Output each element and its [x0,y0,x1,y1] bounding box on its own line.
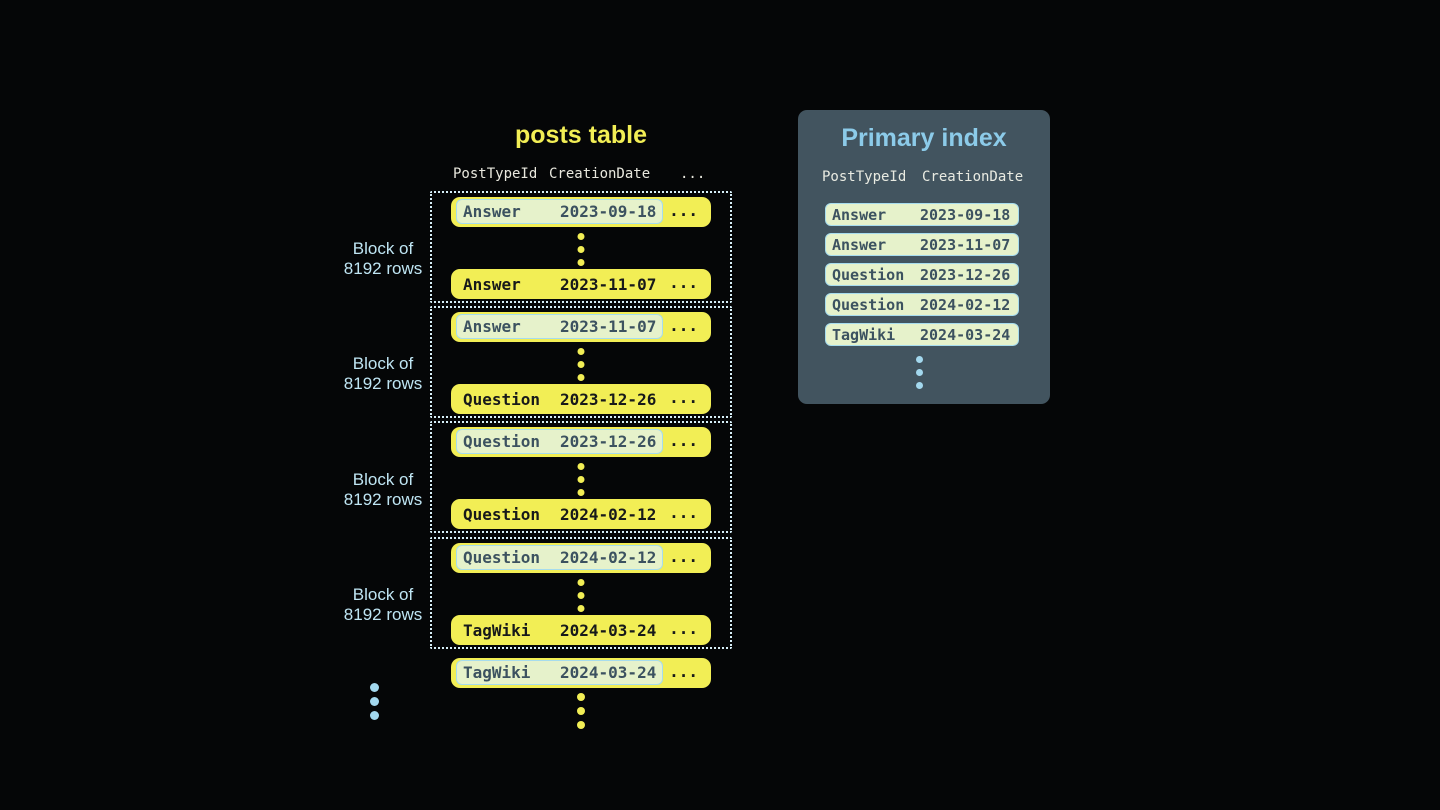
creationdate-value: 2024-02-12 [560,504,657,524]
posts-col-more: ... [680,166,706,182]
index-entry: Answer 2023-11-07 [825,233,1019,256]
row-block-2: Answer 2023-11-07 ... Question 2023-12-2… [430,306,732,418]
vertical-dots-icon [577,463,585,496]
vertical-dots-icon [916,356,923,389]
block-label: Block of 8192 rows [323,239,443,279]
row-block-1: Answer 2023-09-18 ... Answer 2023-11-07 … [430,191,732,303]
block-label-line1: Block of [352,239,414,258]
posttypeid-value: Question [832,295,905,314]
vertical-dots-icon [577,233,585,266]
posts-col-posttypeid: PostTypeId [453,166,538,182]
creationdate-value: 2023-12-26 [560,389,657,409]
more-blocks-dots-icon [370,683,379,720]
posttypeid-value: TagWiki [832,325,896,344]
table-row: Question 2023-12-26 ... [451,427,711,457]
primary-index-panel: Primary index PostTypeId CreationDate An… [798,110,1050,404]
posttypeid-value: Question [463,504,541,524]
table-row: TagWiki 2024-03-24 ... [451,615,711,645]
row-ellipsis: ... [669,502,698,522]
creationdate-value: 2024-02-12 [560,548,657,567]
posts-table-column-headers: PostTypeId CreationDate ... [453,166,733,184]
row-ellipsis: ... [669,661,698,681]
block-label-line2: 8192 rows [343,374,423,393]
row-ellipsis: ... [669,272,698,292]
highlighted-row-values: Answer 2023-09-18 [456,199,664,224]
block-label-line1: Block of [352,354,414,373]
highlighted-row-values: TagWiki 2024-03-24 [456,660,664,685]
row-block-4: Question 2024-02-12 ... TagWiki 2024-03-… [430,537,732,649]
index-entry: Question 2023-12-26 [825,263,1019,286]
posttypeid-value: Question [832,265,905,284]
vertical-dots-icon [577,579,585,612]
table-row: Question 2023-12-26 ... [451,384,711,414]
highlighted-row-values: Question 2023-12-26 [456,429,664,454]
block-label-line1: Block of [352,470,414,489]
posttypeid-value: Answer [832,235,887,254]
creationdate-value: 2024-03-24 [560,620,657,640]
posts-table-title: posts table [515,121,647,149]
row-ellipsis: ... [669,618,698,638]
posts-col-creationdate: CreationDate [549,166,651,182]
table-row: Question 2024-02-12 ... [451,543,711,573]
posttypeid-value: TagWiki [463,663,531,682]
table-row: Answer 2023-09-18 ... [451,197,711,227]
table-row-overflow: TagWiki 2024-03-24 ... [451,658,711,688]
posttypeid-value: Question [463,432,541,451]
creationdate-value: 2024-02-12 [920,295,1011,314]
block-label: Block of 8192 rows [323,354,443,394]
index-entry: Answer 2023-09-18 [825,203,1019,226]
highlighted-row-values: Question 2024-02-12 [456,545,664,570]
block-label-line1: Block of [352,585,414,604]
creationdate-value: 2023-11-07 [560,317,657,336]
creationdate-value: 2023-09-18 [920,205,1011,224]
block-label-line2: 8192 rows [343,490,423,509]
creationdate-value: 2023-09-18 [560,202,657,221]
creationdate-value: 2023-11-07 [560,274,657,294]
row-ellipsis: ... [669,315,698,335]
index-col-creationdate: CreationDate [922,169,1024,185]
posttypeid-value: Answer [463,274,521,294]
index-col-posttypeid: PostTypeId [822,169,907,185]
block-label-line2: 8192 rows [343,605,423,624]
table-row: Answer 2023-11-07 ... [451,312,711,342]
primary-index-title: Primary index [841,124,1007,152]
table-row: Answer 2023-11-07 ... [451,269,711,299]
posttypeid-value: TagWiki [463,620,531,640]
row-ellipsis: ... [669,200,698,220]
table-row: Question 2024-02-12 ... [451,499,711,529]
posttypeid-value: Question [463,389,541,409]
row-ellipsis: ... [669,387,698,407]
creationdate-value: 2024-03-24 [560,663,657,682]
creationdate-value: 2023-11-07 [920,235,1011,254]
index-entry: TagWiki 2024-03-24 [825,323,1019,346]
creationdate-value: 2024-03-24 [920,325,1011,344]
index-entry: Question 2024-02-12 [825,293,1019,316]
highlighted-row-values: Answer 2023-11-07 [456,314,664,339]
posttypeid-value: Answer [463,202,521,221]
row-block-3: Question 2023-12-26 ... Question 2024-02… [430,421,732,533]
creationdate-value: 2023-12-26 [560,432,657,451]
posttypeid-value: Answer [832,205,887,224]
vertical-dots-icon [577,693,585,729]
vertical-dots-icon [577,348,585,381]
row-ellipsis: ... [669,430,698,450]
row-ellipsis: ... [669,546,698,566]
block-label: Block of 8192 rows [323,585,443,625]
block-label: Block of 8192 rows [323,470,443,510]
block-label-line2: 8192 rows [343,259,423,278]
primary-index-column-headers: PostTypeId CreationDate [822,169,1042,187]
posttypeid-value: Answer [463,317,521,336]
posttypeid-value: Question [463,548,541,567]
creationdate-value: 2023-12-26 [920,265,1011,284]
